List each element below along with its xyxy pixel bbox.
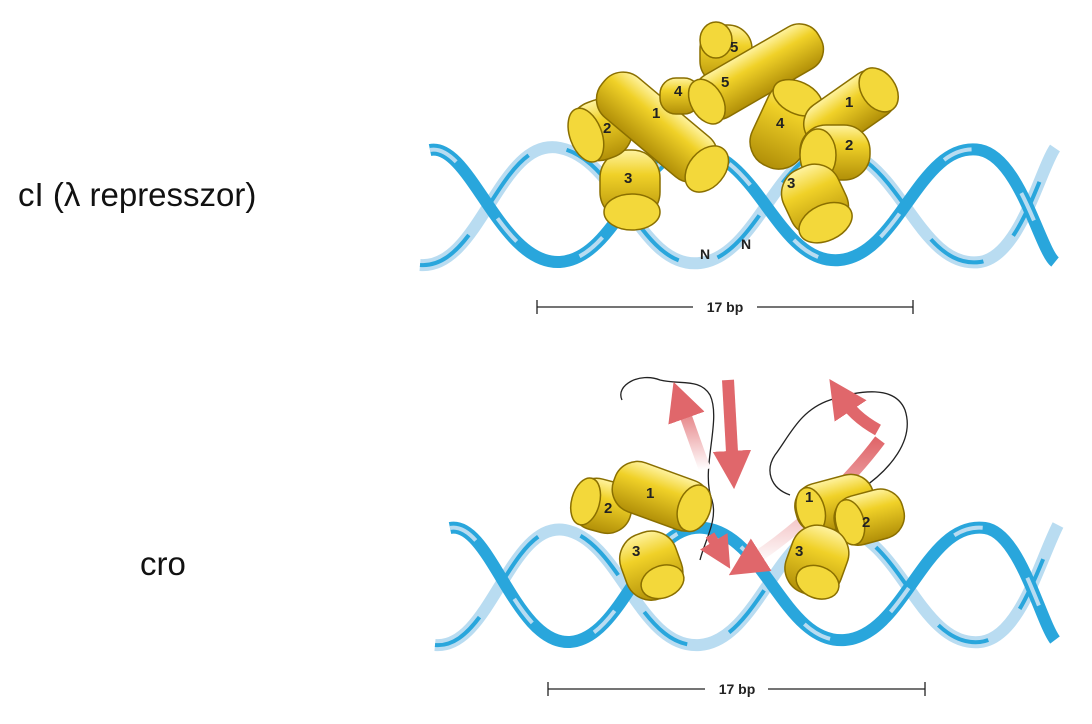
cro-right-helix-3-number: 3 [795, 543, 803, 560]
ci-right-helix-3-number: 3 [787, 175, 795, 192]
cro-left-helix-2-number: 2 [604, 500, 612, 517]
ci-right-helix-5-number: 5 [730, 39, 738, 56]
cro-scale-label: 17 bp [719, 681, 756, 697]
cro-left-helix-3-number: 3 [632, 543, 640, 560]
ci-right-monomer [749, 67, 900, 244]
ci-left-helix-2-number: 2 [603, 120, 611, 137]
cro-label: cro [140, 545, 186, 582]
cro-left-helix-1-number: 1 [646, 485, 654, 502]
ci-n-terminus-label-left: N [700, 246, 710, 262]
ci-helix-1-left [595, 71, 730, 193]
ci-dna-double-helix [419, 141, 1061, 272]
ci-helix-3-left [599, 149, 661, 231]
ci-helix-5-long [687, 23, 825, 125]
cro-scale-bar: 17 bp [547, 681, 926, 697]
cro-helix-3-right [784, 524, 850, 600]
ci-scale-bar: 17 bp [536, 299, 914, 315]
cro-helix-3-left [618, 530, 685, 601]
cro-left-monomer [569, 460, 713, 601]
cro-right-helix-1-number: 1 [805, 489, 813, 506]
ci-right-helix-4-number: 4 [776, 115, 785, 132]
cro-dna-double-helix [434, 521, 1064, 652]
cro-right-monomer [784, 473, 906, 600]
ci-left-helix-5-number: 5 [721, 74, 729, 91]
ci-n-terminus-label-right: N [741, 236, 751, 252]
ci-left-helix-3-number: 3 [624, 170, 632, 187]
ci-left-monomer [567, 71, 730, 231]
ci-left-helix-4-number: 4 [674, 83, 683, 100]
ci-helix-3-right [780, 163, 853, 244]
ci-right-helix-1-number: 1 [845, 94, 853, 111]
cro-helix-1-left [611, 460, 713, 533]
cro-helix-2-right [833, 488, 906, 546]
cro-helix-1-right [794, 473, 876, 534]
ci-repressor-label: cI (λ represszor) [18, 176, 257, 213]
cro-right-helix-2-number: 2 [862, 514, 870, 531]
ci-left-helix-1-number: 1 [652, 105, 660, 122]
ci-right-helix-2-number: 2 [845, 137, 853, 154]
ci-scale-label: 17 bp [707, 299, 744, 315]
